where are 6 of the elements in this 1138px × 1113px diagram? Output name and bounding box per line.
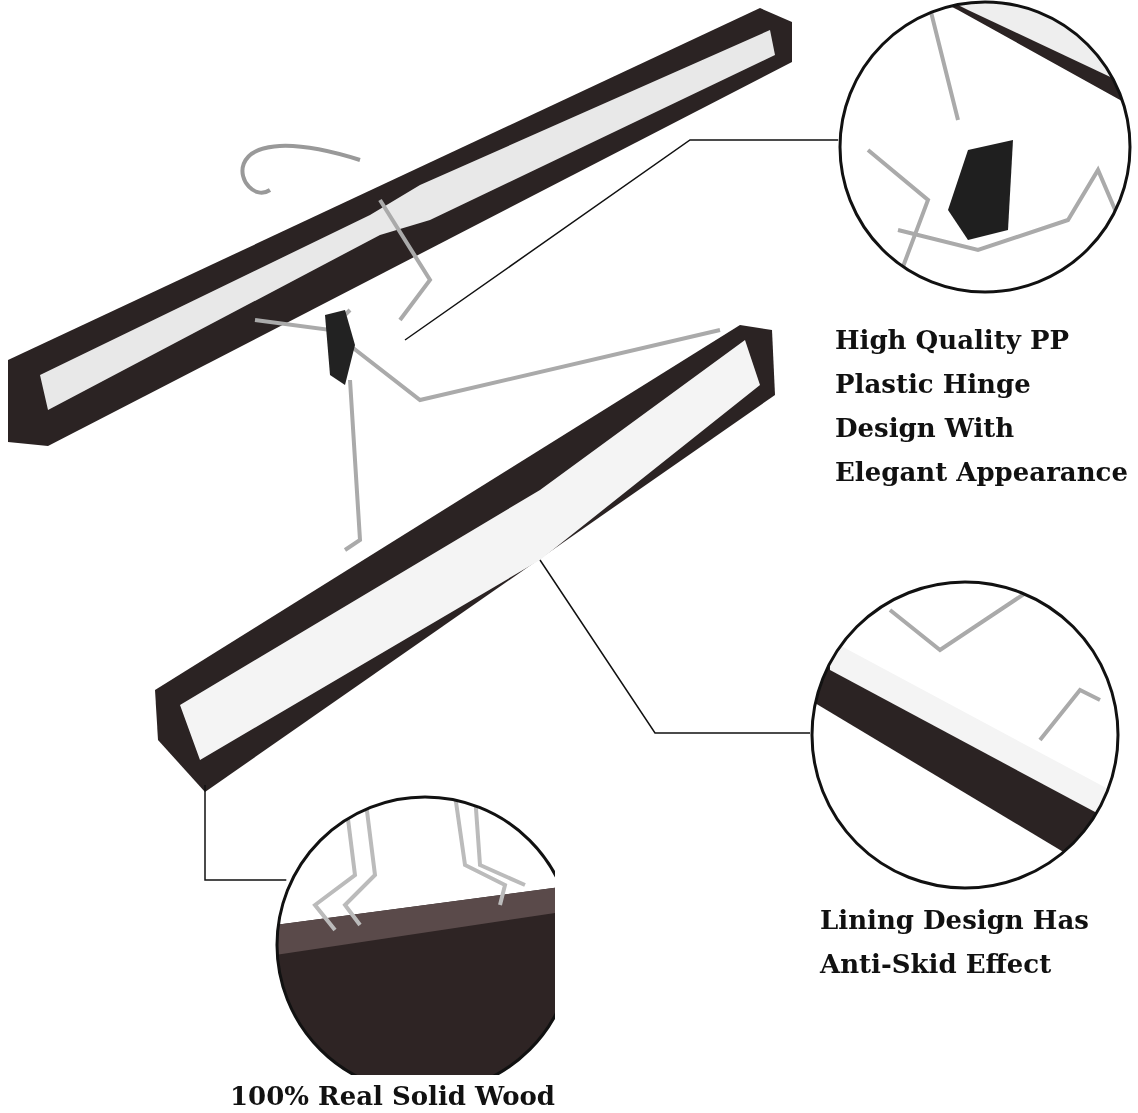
feature-caption: 100% Real Solid Wood xyxy=(230,1081,556,1111)
leader-line xyxy=(539,559,811,734)
feature-caption: High Quality PP Plastic Hinge Design With Elegant Appearance xyxy=(835,324,1129,489)
leader-line xyxy=(204,784,288,881)
leader-line xyxy=(404,139,839,341)
feature-caption: Lining Design Has Anti-Skid Effect xyxy=(820,904,1090,981)
